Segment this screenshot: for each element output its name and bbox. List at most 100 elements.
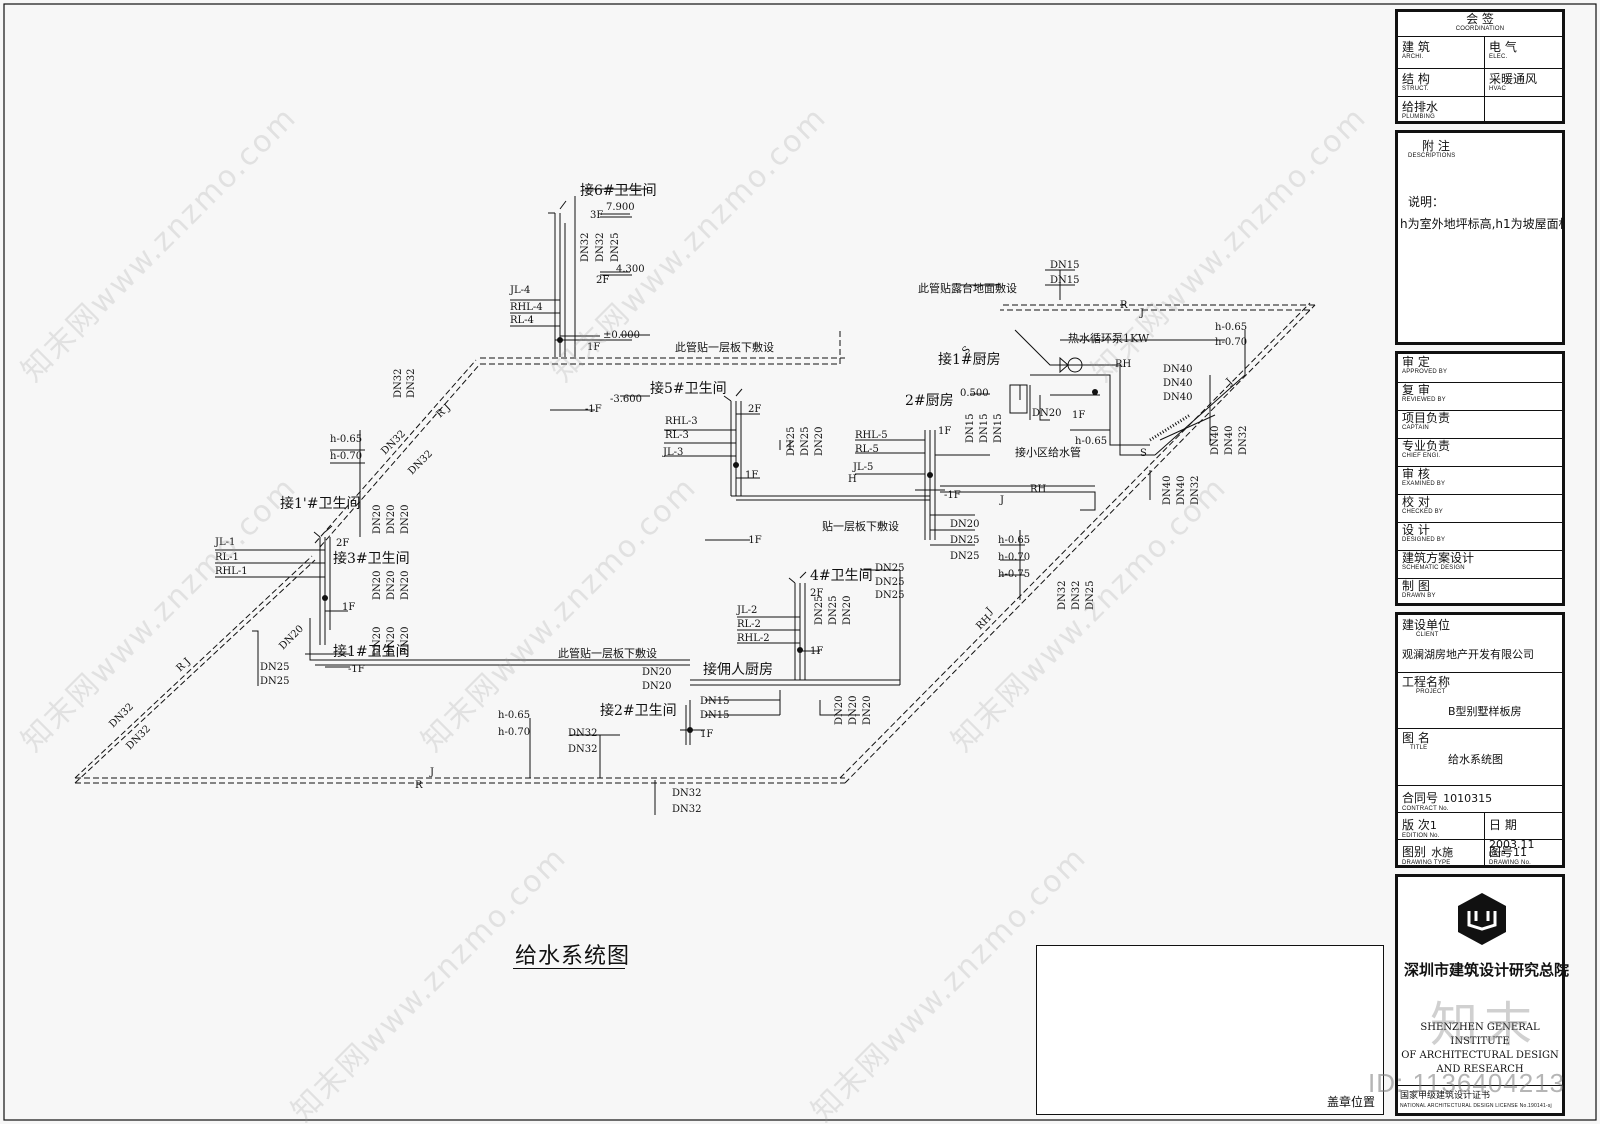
dn20-v4: DN20 [372,571,383,601]
dn15-top-a: DN15 [1050,260,1080,271]
h070-a: h-0.70 [330,451,362,462]
id-watermark: ID: 1136404213 [1368,1068,1566,1098]
dn25-k2b: DN25 [950,551,980,562]
dn32-diag-a: DN32 [379,428,408,457]
dn32-v2: DN32 [406,369,417,399]
label-wc1p: 接1'#卫生间 [280,495,361,512]
h075-c: h-0.75 [998,569,1030,580]
tag-h: H [848,474,857,485]
tag-jl4: JL-4 [509,285,530,296]
dn20-v4d: DN20 [834,696,845,726]
dn20-k2: DN20 [950,519,980,530]
stamp-label: 盖章位置 [1326,1095,1375,1109]
license-en: NATIONAL ARCHITECTURAL DESIGN LICENSE No… [1400,1103,1552,1109]
tag-j-top: J [1139,308,1144,319]
main-loop-pipe [74,302,1316,784]
level-3f: 3F [590,210,603,221]
dn32-vg: DN32 [1057,581,1068,611]
tag-r-bottom: R [415,780,423,791]
label-city-main: 接小区给水管 [1015,445,1081,459]
dn20-srv-b: DN20 [642,681,672,692]
dn32-bot-b: DN32 [568,744,598,755]
tag-rl1: RL-1 [215,552,239,563]
label-under-slab-2: 此管贴一层板下敷设 [558,646,657,660]
dn20-v4c: DN20 [842,596,853,626]
dn15-vk2c: DN15 [993,414,1004,444]
tag-r-top: R [1120,300,1128,311]
dn32-diag-c: DN32 [107,701,136,730]
tag-rhl4: RHL-4 [510,302,543,313]
heater-tank [1009,384,1028,414]
dn25-wc4a: DN25 [875,563,905,574]
level-m1f-f: -1F [944,490,961,501]
tag-j-diag: J [1224,377,1235,388]
tag-j-bottom: J [429,767,434,778]
dn20-srv-a: DN20 [642,667,672,678]
tag-rl5: RL-5 [855,444,879,455]
dn20-v9: DN20 [400,627,411,657]
h070-b: h-0.70 [498,727,530,738]
tag-rhl3: RHL-3 [665,416,698,427]
h070-c: h-0.70 [998,552,1030,563]
dn25-k2a: DN25 [950,535,980,546]
dn25-vi: DN25 [1085,581,1096,611]
dn20-v6: DN20 [400,571,411,601]
institute-name-en: SHENZHEN GENERAL INSTITUTE OF ARCHITECTU… [1401,1022,1559,1075]
label-terrace: 此管贴露台地面敷设 [918,281,1017,295]
tag-j: J [999,495,1004,506]
label-under-slab-1: 此管贴一层板下敷设 [675,340,774,354]
dn25-v4a: DN25 [814,596,825,626]
dn20-diag: DN20 [277,623,306,652]
dn15-vk2a: DN15 [965,414,976,444]
dn32-r6a: DN32 [580,233,591,263]
dn20-v4f: DN20 [862,696,873,726]
tag-rhl2: RHL-2 [737,633,770,644]
tag-j-diag2: J [984,606,995,617]
label-under-slab-3: 贴一层板下敷设 [822,519,899,533]
dn40-b: DN40 [1163,378,1193,389]
label-wc5: 接5#卫生间 [650,380,727,397]
dn25-v5a: DN25 [786,427,797,457]
label-wc1: 接1#卫生间 [333,643,410,660]
tag-rj-lower: R J [175,656,193,674]
elev-0: ±0.000 [603,330,640,341]
dn15-srv-a: DN15 [700,696,730,707]
label-wc3: 接3#卫生间 [333,550,410,567]
dn32-bot-d: DN32 [672,804,702,815]
level-2f-d: 2F [810,588,823,599]
dn40-vb: DN40 [1224,426,1235,456]
dn25-left-a: DN25 [260,662,290,673]
label-wc6: 接6#卫生间 [580,182,657,199]
level-1f-a: 1F [587,342,600,353]
tag-jl3: JL-3 [662,447,683,458]
dn32-vc: DN32 [1238,426,1249,456]
title-underline [513,968,625,969]
tag-rh-pump: RH [1115,359,1132,370]
level-m1f-c: -1F [348,664,365,675]
dn40-c: DN40 [1163,392,1193,403]
h070-d: h-0.70 [1215,337,1247,348]
dn20-v4e: DN20 [848,696,859,726]
notes-panel: 附 注 DESCRIPTIONS 说明： h为室外地坪标高,h1为坡屋面标高 [1395,130,1565,345]
stamp-box: 盖章位置 [1036,945,1384,1115]
dn40-a: DN40 [1163,364,1193,375]
dn40-vd: DN40 [1162,476,1173,506]
tag-rhl1: RHL-1 [215,566,248,577]
dn32-v1: DN32 [393,369,404,399]
tag-rhl5: RHL-5 [855,430,888,441]
